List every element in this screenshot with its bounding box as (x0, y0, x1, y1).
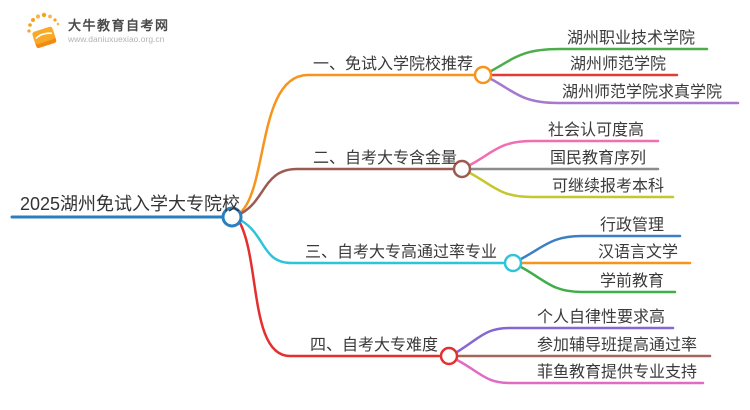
leaf-3-3-label: 学前教育 (600, 273, 665, 290)
brand-url: www.daniuxuexiao.org.cn (68, 33, 165, 44)
branch-3-node-circle (503, 253, 523, 273)
leaf-4-1-line (455, 326, 675, 354)
leaf-1-1-label: 湖州职业技术学院 (567, 30, 696, 47)
leaf-4-2-label: 参加辅导班提高通过率 (537, 337, 698, 354)
leaf-4-1-label: 个人自律性要求高 (537, 309, 666, 326)
book-logo-icon (27, 12, 60, 49)
leaf-3-2-label: 汉语言文学 (598, 244, 679, 261)
leaf-1-3-label: 湖州师范学院求真学院 (562, 84, 723, 101)
leaf-2-3-label: 可继续报考本科 (552, 178, 665, 195)
leaf-1-2-label: 湖州师范学院 (570, 56, 667, 73)
leaf-4-3-label: 菲鱼教育提供专业支持 (537, 364, 698, 381)
branch-1-node-circle (473, 65, 493, 85)
branch-2-label: 二、自考大专含金量 (313, 150, 458, 167)
leaf-2-1-line (468, 139, 660, 167)
branch-2-line (240, 167, 455, 215)
leaf-4-3-line (455, 358, 705, 385)
branch-1-line (239, 73, 476, 214)
leaf-3-1-label: 行政管理 (600, 217, 665, 234)
branch-4-line (238, 221, 441, 358)
leaf-3-1-line (519, 234, 682, 261)
leaf-1-1-line (489, 47, 709, 73)
leaf-2-1-label: 社会认可度高 (548, 122, 645, 139)
branch-4-label: 四、自考大专难度 (310, 337, 439, 354)
root-topic-label: 2025湖州免试入学大专院校 (20, 194, 241, 214)
leaf-3-3-line (519, 265, 677, 294)
branch-2-node-circle (452, 159, 472, 179)
branch-3-line (240, 219, 506, 265)
branch-3-label: 三、自考大专高通过率专业 (305, 244, 498, 261)
leaf-2-3-line (468, 171, 675, 199)
brand-logo: 大牛教育自考网 www.daniuxuexiao.org.cn (26, 12, 170, 50)
brand-name: 大牛教育自考网 (68, 17, 170, 33)
leaf-2-2-label: 国民教育序列 (550, 150, 647, 167)
leaf-1-3-line (489, 77, 740, 105)
branch-1-label: 一、免试入学院校推荐 (313, 56, 474, 73)
root-node-circle (221, 206, 243, 228)
branch-4-node-circle (439, 346, 459, 366)
